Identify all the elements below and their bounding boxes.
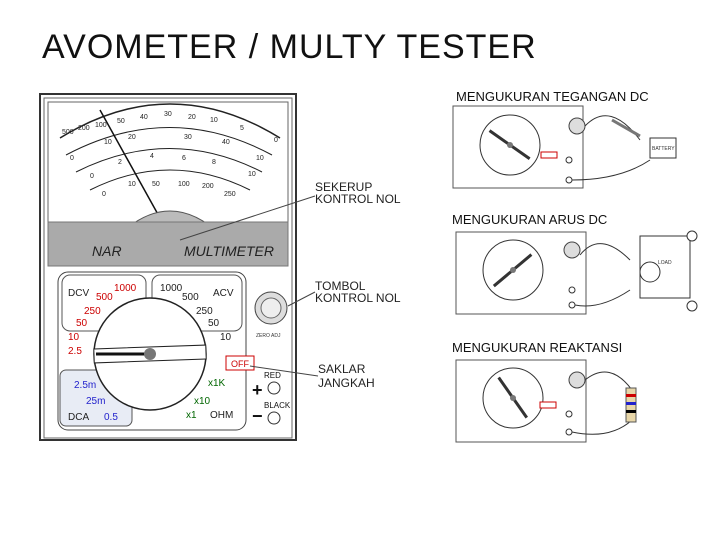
brand-left: NAR: [92, 243, 122, 259]
ohm-label: OHM: [210, 410, 233, 421]
callout-switch: SAKLAR: [318, 362, 366, 376]
off-box: [225, 355, 255, 371]
callout-knob: KONTROL NOL: [315, 291, 401, 305]
scale-v-label: 8: [212, 159, 216, 166]
scale-ohm-label: 500: [62, 129, 74, 136]
acv-range: 250: [196, 306, 213, 317]
section-reactance-label: MENGUKURAN REAKTANSI: [452, 340, 623, 355]
mini-meter-dc-current: LOAD: [455, 230, 698, 315]
off-label: OFF: [231, 359, 249, 369]
scale-ohm-label: 0: [274, 137, 278, 144]
scale-v-label: 4: [150, 153, 154, 160]
scale-v3-label: 200: [202, 183, 214, 190]
dca-range: 0.5: [104, 412, 118, 423]
scale-v-label: 2: [118, 159, 122, 166]
scale-ohm-label: 50: [117, 118, 125, 125]
brand-right: MULTIMETER: [184, 243, 274, 259]
mini-meter-dc-voltage: BATTERY: [452, 105, 677, 189]
scale-ohm-label: 20: [188, 114, 196, 121]
callout-screw: KONTROL NOL: [315, 192, 401, 206]
ohm-range: x1K: [208, 378, 226, 389]
callout-screw: SEKERUP: [315, 180, 372, 194]
zero-adj-label: ZERO ADJ: [256, 333, 281, 339]
dcv-range: 50: [76, 318, 88, 329]
ohm-range: x10: [194, 396, 211, 407]
dcv-range: 1000: [114, 283, 137, 294]
scale-v3-label: 100: [178, 181, 190, 188]
scale-v-label: 0: [70, 155, 74, 162]
scale-ohm-label: 200: [78, 125, 90, 132]
meter-window: [47, 101, 289, 223]
dcv-range: 250: [84, 306, 101, 317]
dca-range: 2.5m: [74, 380, 96, 391]
ohm-range: x1: [186, 410, 197, 421]
scale-v3-label: 250: [224, 191, 236, 198]
dca-label: DCA: [68, 412, 89, 423]
svg-text:−: −: [252, 406, 263, 426]
scale-v2-label: 30: [184, 134, 192, 141]
svg-text:+: +: [252, 380, 263, 400]
scale-v3-label: 50: [152, 181, 160, 188]
scale-ohm-label: 10: [210, 117, 218, 124]
section-dc-voltage-label: MENGUKURAN TEGANGAN DC: [456, 89, 649, 104]
brand-band: [47, 221, 289, 267]
scale-v2-label: 40: [222, 139, 230, 146]
dcv-range: 10: [68, 332, 80, 343]
scale-ohm-label: 100: [95, 122, 107, 129]
section-dc-current-label: MENGUKURAN ARUS DC: [452, 212, 608, 227]
scale-v-label: 10: [256, 155, 264, 162]
page-title: AVOMETER / MULTY TESTER: [42, 28, 537, 66]
battery-label: BATTERY: [652, 146, 675, 152]
scale-v2-label: 20: [128, 134, 136, 141]
acv-range: 50: [208, 318, 220, 329]
acv-range: 500: [182, 292, 199, 303]
acv-label: ACV: [213, 288, 234, 299]
acv-range: 1000: [160, 283, 183, 294]
callout-knob: TOMBOL: [315, 279, 366, 293]
acv-range: 10: [220, 332, 232, 343]
dcv-label: DCV: [68, 288, 89, 299]
scale-v-label: 6: [182, 155, 186, 162]
callout-switch: JANGKAH: [318, 376, 375, 390]
load-label: LOAD: [658, 260, 672, 266]
mini-meter-reactance: [455, 359, 637, 443]
black-terminal-label: BLACK: [264, 401, 291, 410]
scale-ohm-label: 30: [164, 111, 172, 118]
dcv-range: 2.5: [68, 346, 82, 357]
red-terminal-label: RED: [264, 371, 281, 380]
dca-range: 25m: [86, 396, 105, 407]
scale-v3-label: 0: [90, 173, 94, 180]
scale-ohm-label: 40: [140, 114, 148, 121]
meter-body: [39, 93, 297, 441]
scale-v4-label: 10: [248, 171, 256, 178]
scale-v4-label: 0: [102, 191, 106, 198]
scale-ohm-label: 5: [240, 125, 244, 132]
dcv-range: 500: [96, 292, 113, 303]
scale-v2-label: 10: [104, 139, 112, 146]
scale-v4-label: 10: [128, 181, 136, 188]
